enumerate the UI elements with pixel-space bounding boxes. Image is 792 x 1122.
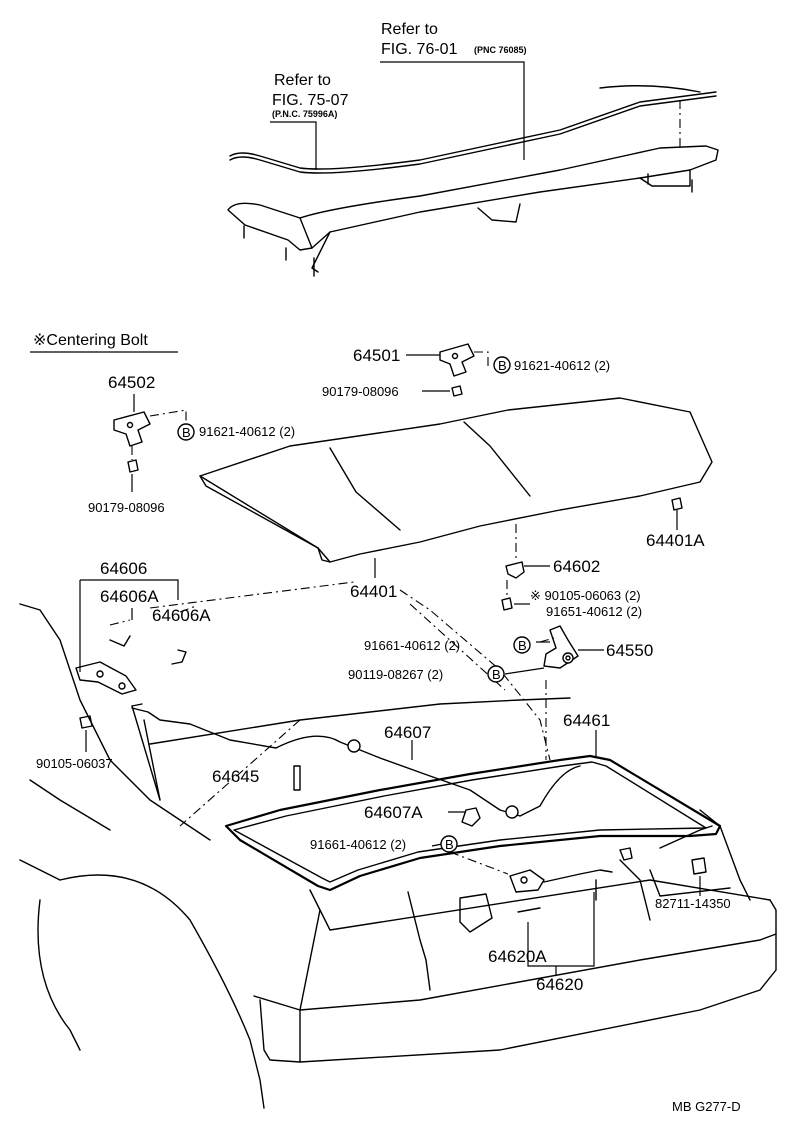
label-91661-a: 91661-40612 (2)	[364, 638, 460, 653]
bolt-symbol-5: B	[440, 835, 458, 853]
label-64606: 64606	[100, 559, 147, 578]
ref2-leader	[270, 121, 317, 170]
bolt-symbol-text: B	[445, 837, 454, 852]
diagram-code: MB G277-D	[672, 1099, 741, 1114]
label-64607: 64607	[384, 723, 431, 742]
label-64501: 64501	[353, 346, 400, 365]
bracket-64602	[501, 524, 525, 611]
ref1-leader	[380, 61, 525, 160]
bolt-symbol-1: B	[493, 356, 511, 374]
bolt-symbol-3: B	[513, 636, 531, 654]
label-64620A: 64620A	[488, 947, 547, 966]
label-64620: 64620	[536, 975, 583, 994]
trunk-lid	[199, 397, 713, 563]
grommet-82711	[691, 857, 707, 875]
ref2-line2: FIG. 75-07	[272, 92, 349, 109]
label-91621-a: 91621-40612 (2)	[514, 358, 610, 373]
label-64461: 64461	[563, 711, 610, 730]
cable-64607	[131, 703, 581, 819]
centering-bolt-legend: ※Centering Bolt	[33, 332, 148, 349]
label-82711: 82711-14350	[655, 896, 731, 911]
weatherstrip-64461	[224, 754, 722, 892]
bracket-64550	[539, 625, 579, 669]
bolt-symbol-4: B	[487, 665, 505, 683]
bolt-symbol-text: B	[498, 358, 507, 373]
ref1-line2: FIG. 76-01	[381, 41, 458, 58]
label-64606A-1: 64606A	[100, 587, 159, 606]
label-90179-b: 90179-08096	[88, 500, 165, 515]
bolt-symbol-2: B	[177, 423, 195, 441]
lock-64620	[509, 869, 613, 913]
label-90179-a: 90179-08096	[322, 384, 399, 399]
label-64606A-2: 64606A	[152, 606, 211, 625]
car-body	[19, 603, 777, 1109]
ref2-pnc: (P.N.C. 75996A)	[272, 109, 337, 119]
label-90105-06063: ※ 90105-06063 (2)	[530, 588, 641, 603]
label-91621-b: 91621-40612 (2)	[199, 424, 295, 439]
label-64602: 64602	[553, 557, 600, 576]
bolt-symbol-text: B	[518, 638, 527, 653]
label-64502: 64502	[108, 373, 155, 392]
clamp-64645	[293, 765, 301, 791]
label-64401A: 64401A	[646, 531, 705, 550]
label-64550: 64550	[606, 641, 653, 660]
ref1-line1: Refer to	[381, 21, 438, 38]
plug-64401A	[671, 497, 683, 511]
label-91651: 91651-40612 (2)	[546, 604, 642, 619]
hinge-64606	[75, 635, 187, 752]
clip-64607A	[461, 807, 481, 827]
ref2-line1: Refer to	[274, 72, 331, 89]
hinge-64501	[439, 343, 489, 397]
hinge-64502	[113, 394, 187, 492]
label-91661-b: 91661-40612 (2)	[310, 837, 406, 852]
label-64645: 64645	[212, 767, 259, 786]
label-90119: 90119-08267 (2)	[348, 667, 443, 682]
ref1-pnc: (PNC 76085)	[474, 45, 527, 55]
rear-spoiler	[227, 85, 719, 277]
bolt-symbol-text: B	[492, 667, 501, 682]
bolt-symbol-text: B	[182, 425, 191, 440]
label-64607A: 64607A	[364, 803, 423, 822]
label-64401: 64401	[350, 582, 397, 601]
label-90105-06037: 90105-06037	[36, 756, 113, 771]
